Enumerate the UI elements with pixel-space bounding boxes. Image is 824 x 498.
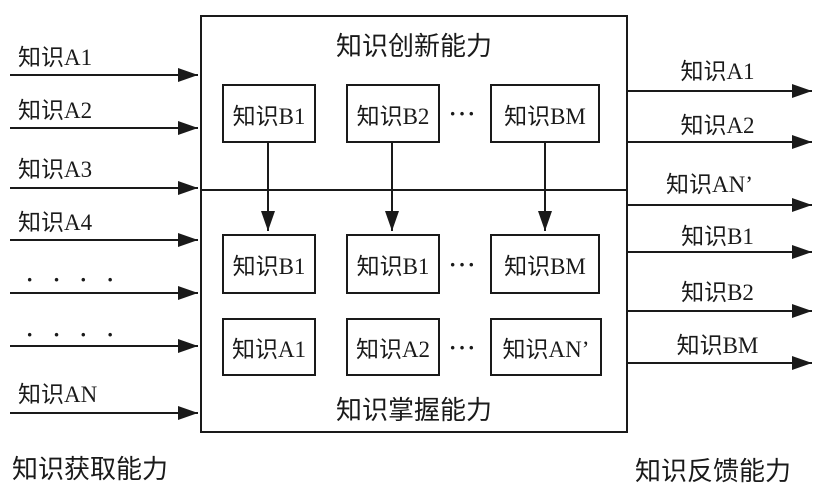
box-top-bm: 知识BM	[490, 84, 600, 143]
output-label-bm: 知识BM	[676, 333, 759, 358]
ellipsis-middle-row: ···	[449, 252, 478, 277]
box-bot-an: 知识AN’	[490, 318, 602, 376]
box-mid-b1b: 知识B1	[346, 234, 440, 294]
ellipsis-bottom-row: ···	[449, 335, 478, 360]
box-mid-b1a: 知识B1	[222, 234, 316, 294]
ellipsis-top-row: ···	[449, 101, 478, 126]
main-system-box	[200, 15, 628, 433]
input-label-a1: 知识A1	[18, 45, 93, 70]
output-label-a2: 知识A2	[680, 113, 755, 138]
box-top-b2: 知识B2	[346, 84, 440, 143]
input-label-a2: 知识A2	[18, 98, 93, 123]
box-mid-bm: 知识BM	[490, 234, 600, 294]
acquisition-ability-label: 知识获取能力	[12, 455, 169, 484]
output-label-a1: 知识A1	[680, 59, 755, 84]
input-label-an: 知识AN	[18, 382, 98, 407]
mastery-ability-title: 知识掌握能力	[335, 396, 492, 425]
output-label-b1: 知识B1	[681, 224, 754, 249]
box-top-b1: 知识B1	[222, 84, 316, 143]
box-bot-a1: 知识A1	[222, 318, 316, 376]
input-label-dots2: · · · ·	[26, 322, 121, 347]
input-label-a3: 知识A3	[18, 157, 93, 182]
box-bot-a2: 知识A2	[346, 318, 440, 376]
input-label-dots1: · · · ·	[26, 267, 121, 292]
feedback-ability-label: 知识反馈能力	[635, 457, 792, 486]
output-label-an: 知识AN’	[666, 172, 753, 197]
innovation-ability-title: 知识创新能力	[335, 32, 492, 61]
input-label-a4: 知识A4	[18, 210, 93, 235]
output-label-b2: 知识B2	[681, 280, 754, 305]
